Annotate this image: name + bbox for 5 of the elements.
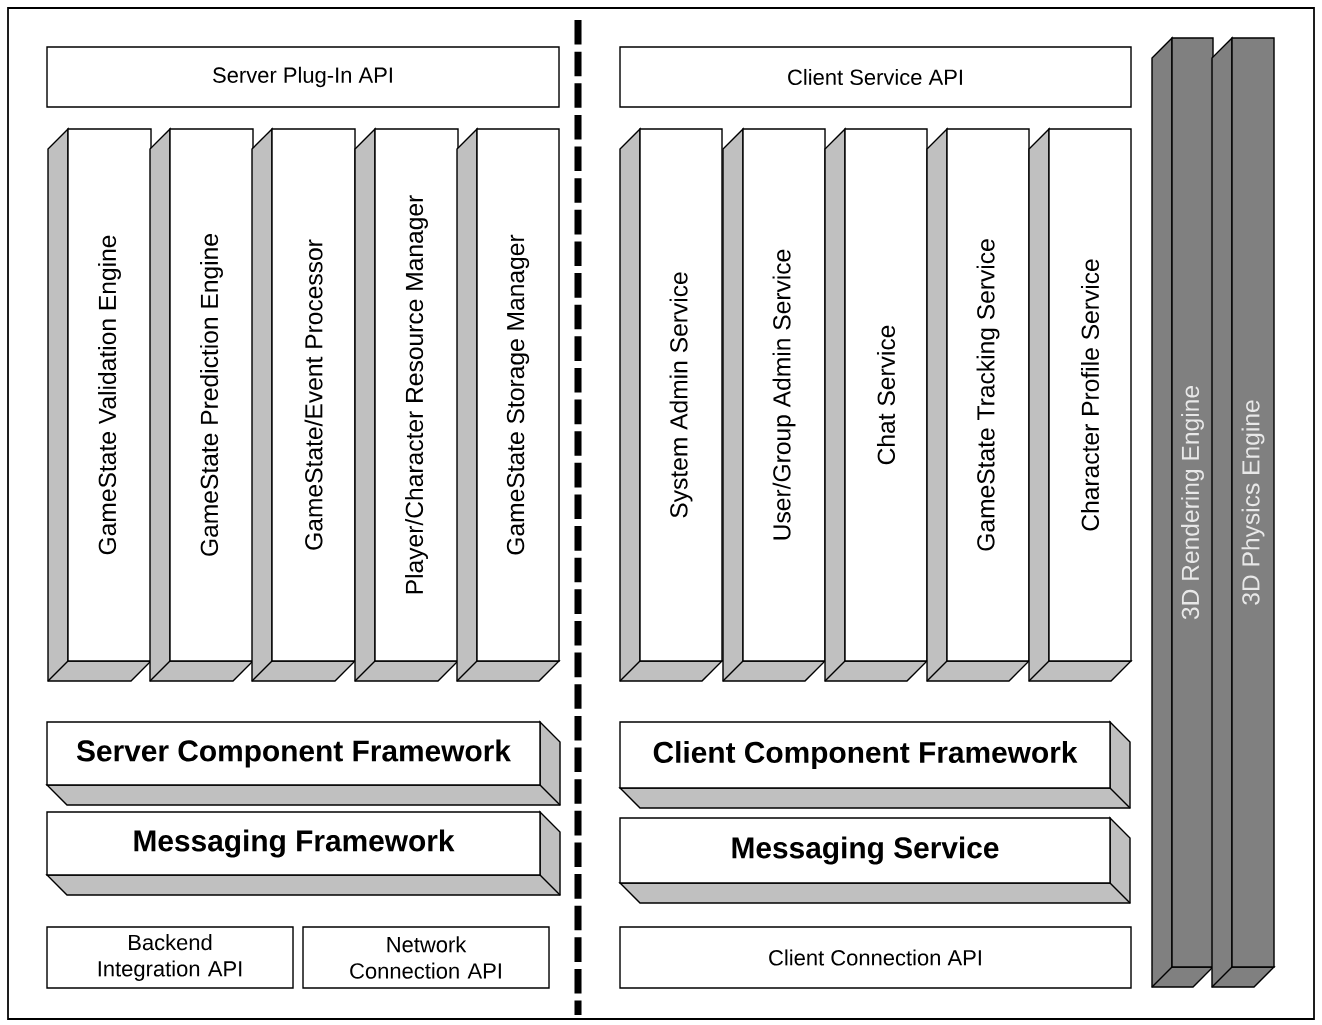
api-box: Backend Integration API — [46, 926, 294, 989]
api-box: Server Plug-In API — [46, 46, 560, 108]
api-box: Network Connection API — [302, 926, 550, 989]
api-box: Client Connection API — [619, 926, 1132, 989]
api-box: Client Service API — [619, 46, 1132, 108]
